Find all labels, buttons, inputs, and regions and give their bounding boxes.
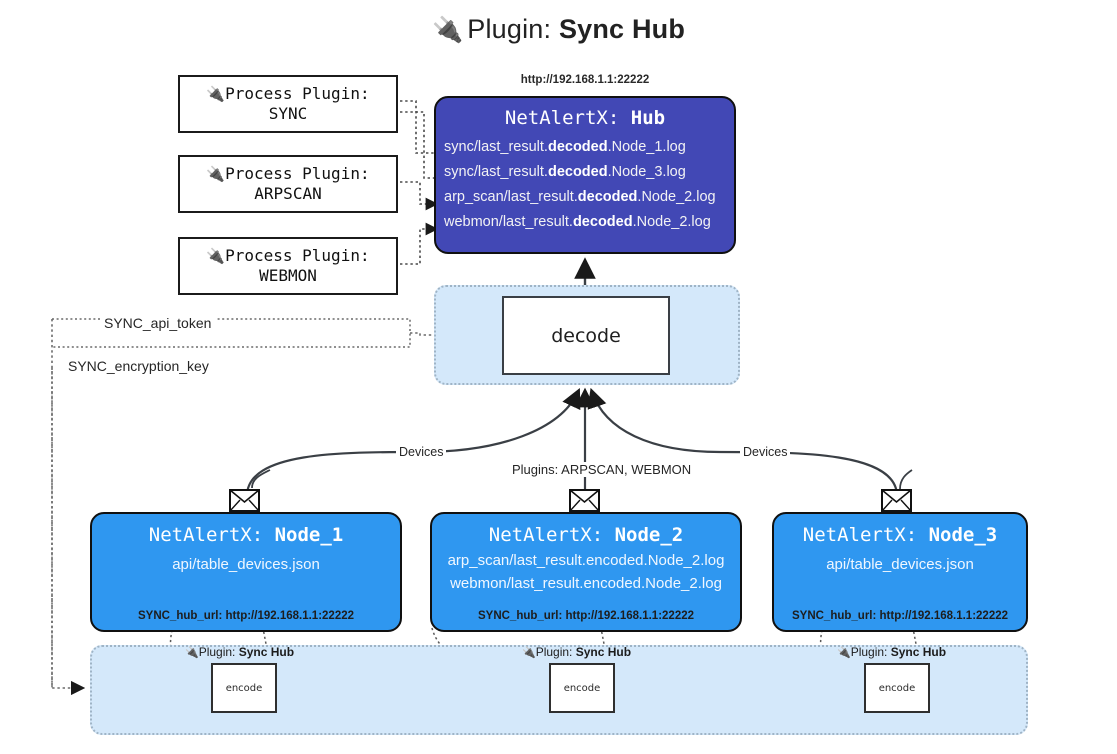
envelope-icon bbox=[881, 489, 912, 517]
process-plugin-name: WEBMON bbox=[259, 266, 317, 285]
hub-log-line: sync/last_result.decoded.Node_3.log bbox=[444, 164, 686, 180]
hub-log-line: arp_scan/last_result.decoded.Node_2.log bbox=[444, 189, 716, 205]
encoder-plugin-tag: 🔌Plugin: Sync Hub bbox=[185, 645, 295, 659]
node-box-node1[interactable]: NetAlertX: Node_1 api/table_devices.json… bbox=[90, 512, 402, 632]
node-hub-url: SYNC_hub_url: http://192.168.1.1:22222 bbox=[137, 610, 355, 622]
node-title: NetAlertX: Node_2 bbox=[488, 524, 684, 546]
node-artifact-line: api/table_devices.json bbox=[826, 556, 974, 573]
decode-label: decode bbox=[551, 324, 621, 347]
plug-icon: 🔌 bbox=[206, 247, 226, 266]
envelope-icon bbox=[569, 489, 600, 517]
plug-icon: 🔌 bbox=[206, 165, 226, 184]
encode-box-node3[interactable]: encode bbox=[864, 663, 930, 713]
decode-box[interactable]: decode bbox=[502, 296, 670, 375]
encode-box-node2[interactable]: encode bbox=[549, 663, 615, 713]
encoder-plugin-tag: 🔌Plugin: Sync Hub bbox=[522, 645, 632, 659]
node-title: NetAlertX: Node_1 bbox=[148, 524, 344, 546]
process-plugin-box-webmon[interactable]: 🔌Process Plugin: WEBMON bbox=[178, 237, 398, 295]
plug-icon: 🔌 bbox=[185, 647, 199, 659]
plug-icon: 🔌 bbox=[522, 647, 536, 659]
page-title-prefix: Plugin: bbox=[467, 14, 559, 44]
process-plugin-name: ARPSCAN bbox=[254, 184, 322, 203]
plug-icon: 🔌 bbox=[431, 16, 464, 44]
node-title: NetAlertX: Node_3 bbox=[802, 524, 998, 546]
plug-icon: 🔌 bbox=[206, 85, 226, 104]
process-plugin-box-arpscan[interactable]: 🔌Process Plugin: ARPSCAN bbox=[178, 155, 398, 213]
node-box-node3[interactable]: NetAlertX: Node_3 api/table_devices.json… bbox=[772, 512, 1028, 632]
node-artifact-line: arp_scan/last_result.encoded.Node_2.log bbox=[447, 552, 725, 569]
page-title: 🔌Plugin: Sync Hub bbox=[0, 14, 1117, 45]
process-plugin-box-sync[interactable]: 🔌Process Plugin: SYNC bbox=[178, 75, 398, 133]
node-box-node2[interactable]: NetAlertX: Node_2 arp_scan/last_result.e… bbox=[430, 512, 742, 632]
node-artifact-line: api/table_devices.json bbox=[172, 556, 320, 573]
plug-icon: 🔌 bbox=[837, 647, 851, 659]
hub-log-line: webmon/last_result.decoded.Node_2.log bbox=[444, 214, 711, 230]
encode-label: encode bbox=[225, 682, 263, 694]
encode-label: encode bbox=[878, 682, 916, 694]
devices-label-left: Devices bbox=[396, 445, 447, 459]
process-plugin-label: 🔌Process Plugin: bbox=[206, 84, 370, 104]
node-hub-url: SYNC_hub_url: http://192.168.1.1:22222 bbox=[477, 610, 695, 622]
devices-label-right: Devices bbox=[740, 445, 791, 459]
process-plugin-label: 🔌Process Plugin: bbox=[206, 164, 370, 184]
encode-box-node1[interactable]: encode bbox=[211, 663, 277, 713]
node-artifact-line: webmon/last_result.encoded.Node_2.log bbox=[450, 575, 722, 592]
node-hub-url: SYNC_hub_url: http://192.168.1.1:22222 bbox=[791, 610, 1009, 622]
hub-node[interactable]: NetAlertX: Hub sync/last_result.decoded.… bbox=[434, 96, 736, 254]
plugins-label-center: Plugins: ARPSCAN, WEBMON bbox=[509, 462, 695, 477]
process-plugin-name: SYNC bbox=[268, 104, 308, 123]
envelope-icon bbox=[229, 489, 260, 517]
encode-label: encode bbox=[563, 682, 601, 694]
hub-log-line: sync/last_result.decoded.Node_1.log bbox=[444, 139, 686, 155]
page-title-name: Sync Hub bbox=[558, 14, 686, 44]
encoder-plugin-tag: 🔌Plugin: Sync Hub bbox=[837, 645, 947, 659]
hub-url-label: http://192.168.1.1:22222 bbox=[520, 74, 650, 86]
hub-title: NetAlertX: Hub bbox=[504, 107, 666, 129]
sync-api-token-label: SYNC_api_token bbox=[100, 315, 216, 331]
sync-encryption-key-label: SYNC_encryption_key bbox=[64, 358, 213, 374]
process-plugin-label: 🔌Process Plugin: bbox=[206, 246, 370, 266]
